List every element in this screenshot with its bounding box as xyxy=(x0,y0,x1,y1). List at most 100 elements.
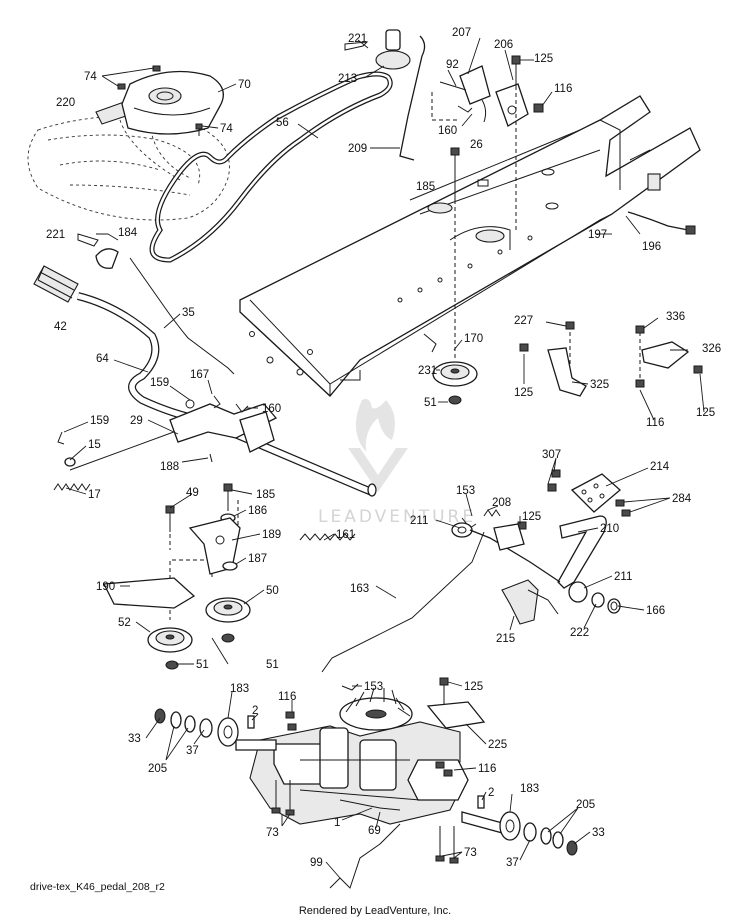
part-205-washers-right[interactable] xyxy=(540,827,564,849)
callout-227: 227 xyxy=(514,315,533,327)
part-231-pulley[interactable] xyxy=(432,361,478,387)
part-166-ring[interactable] xyxy=(607,598,621,614)
part-190-bracket[interactable] xyxy=(102,577,196,609)
callout-326: 326 xyxy=(702,343,721,355)
callout-37: 37 xyxy=(506,857,519,869)
bolt-336[interactable] xyxy=(635,325,645,334)
part-167-clip[interactable] xyxy=(213,395,221,409)
part-326-bracket[interactable] xyxy=(641,341,690,369)
part-183-hub-left[interactable] xyxy=(217,717,239,747)
nut-51-mid[interactable] xyxy=(221,633,235,643)
part-197-rod[interactable] xyxy=(627,211,689,231)
bolt-125-right[interactable] xyxy=(519,343,529,352)
callout-307: 307 xyxy=(542,449,561,461)
part-42-grip[interactable] xyxy=(33,265,79,303)
leader-lines xyxy=(63,37,705,879)
callout-51: 51 xyxy=(196,659,209,671)
transaxle-fan[interactable] xyxy=(339,687,413,731)
part-184-clip[interactable] xyxy=(95,248,119,269)
part-163-rod[interactable] xyxy=(321,531,485,673)
part-26-spring[interactable] xyxy=(481,99,487,123)
part-211-bushing-right[interactable] xyxy=(568,581,588,603)
bolt-125-far-right[interactable] xyxy=(693,365,703,374)
part-69-pin[interactable] xyxy=(379,807,401,811)
nut-116-transaxle-left[interactable] xyxy=(285,711,297,731)
part-153-clip-low[interactable] xyxy=(341,683,359,691)
part-92-pin[interactable] xyxy=(439,81,467,91)
callout-125: 125 xyxy=(522,511,541,523)
pedal-shaft[interactable] xyxy=(469,523,561,583)
nut-116-right[interactable] xyxy=(635,379,645,388)
bolt-73-right[interactable] xyxy=(435,826,459,864)
part-205-washers-left[interactable] xyxy=(170,711,196,733)
part-170-lever[interactable] xyxy=(423,333,437,353)
part-225-bracket[interactable] xyxy=(426,701,486,729)
part-99-rod[interactable] xyxy=(329,823,401,889)
callout-2: 2 xyxy=(488,787,494,799)
part-1-transaxle[interactable] xyxy=(249,721,469,825)
bolt-307[interactable] xyxy=(547,469,561,492)
part-56-belt[interactable] xyxy=(149,71,393,263)
part-29-link[interactable] xyxy=(69,425,191,471)
part-160-pin-top[interactable] xyxy=(457,105,473,113)
part-52-pulley[interactable] xyxy=(147,627,193,653)
callout-197: 197 xyxy=(588,229,607,241)
nut-116-transaxle-right[interactable] xyxy=(435,761,453,777)
bolt-73-left[interactable] xyxy=(271,780,295,816)
part-37-washer-left[interactable] xyxy=(199,718,213,738)
part-161-spring[interactable] xyxy=(299,533,356,541)
part-70-cover[interactable] xyxy=(121,70,224,135)
part-325-bracket[interactable] xyxy=(547,347,587,397)
part-frame[interactable] xyxy=(239,95,701,397)
bolt-196[interactable] xyxy=(685,225,696,235)
callout-92: 92 xyxy=(446,59,459,71)
part-187-spacer[interactable] xyxy=(222,561,238,571)
bolt-125-top[interactable] xyxy=(511,55,521,86)
part-214-pedal-pad[interactable] xyxy=(570,473,621,513)
nut-51-low[interactable] xyxy=(165,660,179,670)
part-2-key-left[interactable] xyxy=(247,715,255,729)
part-50-pulley[interactable] xyxy=(205,597,251,623)
axle-left[interactable] xyxy=(235,739,277,751)
part-37-washer-right[interactable] xyxy=(523,822,537,842)
part-210-pedal-arm[interactable] xyxy=(557,515,607,589)
nut-284[interactable] xyxy=(615,499,631,517)
bolt-185-top[interactable] xyxy=(450,147,460,200)
part-33-nut-left[interactable] xyxy=(154,708,166,724)
part-2-key-right[interactable] xyxy=(477,795,485,809)
part-206-plate[interactable] xyxy=(495,83,529,127)
part-33-nut-right[interactable] xyxy=(566,840,578,856)
part-64-lever[interactable] xyxy=(77,292,377,497)
bolt-125-transaxle[interactable] xyxy=(439,677,449,704)
part-17-spring[interactable] xyxy=(53,483,91,491)
part-207-bracket[interactable] xyxy=(459,65,491,105)
callout-188: 188 xyxy=(160,461,179,473)
part-222-washer[interactable] xyxy=(591,592,605,608)
bolt-185-mid[interactable] xyxy=(223,483,233,510)
callout-153: 153 xyxy=(456,485,475,497)
callout-74: 74 xyxy=(84,71,97,83)
part-213-knob[interactable] xyxy=(375,29,411,70)
part-211-bushing-left[interactable] xyxy=(451,522,473,538)
pivot-assembly[interactable] xyxy=(169,399,278,453)
nut-116-top[interactable] xyxy=(533,103,544,113)
callout-125: 125 xyxy=(534,53,553,65)
bolt-49[interactable] xyxy=(165,505,175,532)
part-221-clip-top[interactable] xyxy=(344,41,369,51)
part-159-clip-left[interactable] xyxy=(57,431,65,445)
callout-51: 51 xyxy=(424,397,437,409)
callout-51: 51 xyxy=(266,659,279,671)
axle-right[interactable] xyxy=(461,811,507,835)
bolt-227[interactable] xyxy=(565,321,575,330)
part-15-washer[interactable] xyxy=(64,457,76,467)
nut-51-top[interactable] xyxy=(448,395,462,405)
part-209-rod[interactable] xyxy=(399,35,426,161)
part-208-spring[interactable] xyxy=(483,509,501,517)
part-188-rod[interactable] xyxy=(209,453,213,463)
part-183-hub-right[interactable] xyxy=(499,811,521,841)
part-221-clip-left[interactable] xyxy=(77,233,99,247)
bolt-74-lower[interactable] xyxy=(195,123,203,136)
bolt-74-top[interactable] xyxy=(117,65,161,90)
part-35-rod[interactable] xyxy=(129,257,235,375)
part-215-pedal[interactable] xyxy=(501,579,559,625)
